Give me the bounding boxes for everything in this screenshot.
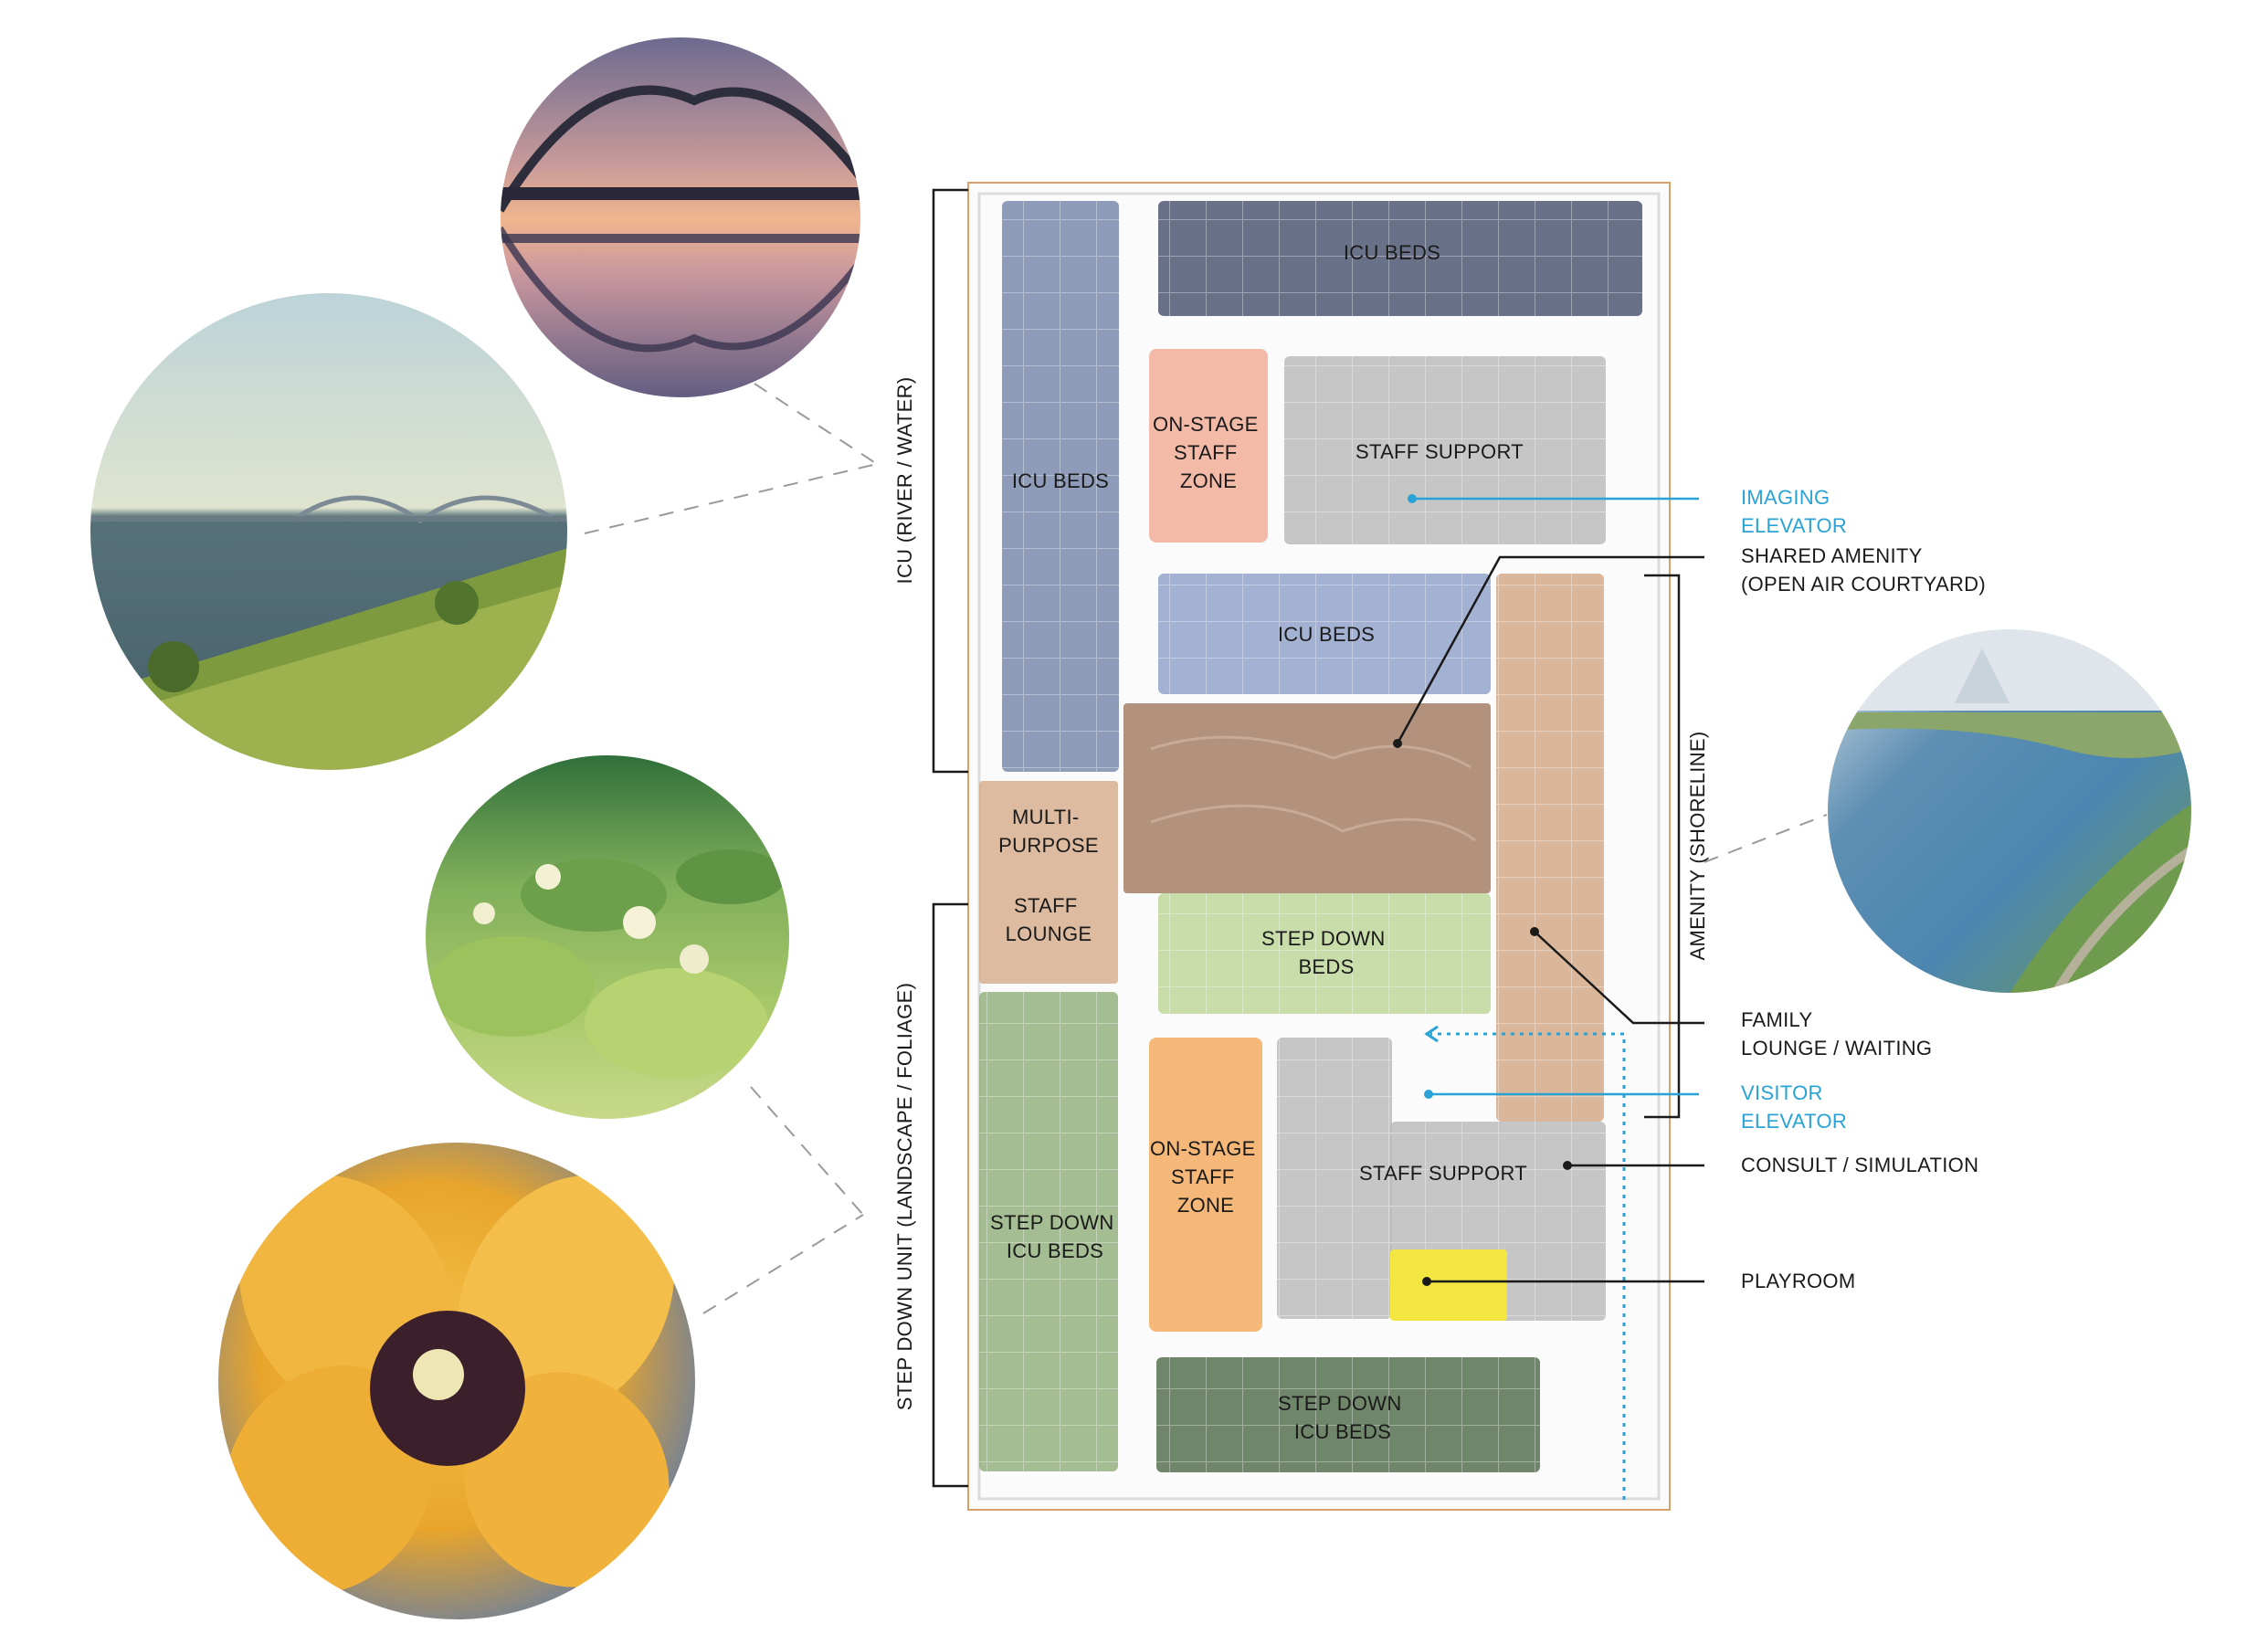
bracket-icu bbox=[932, 188, 968, 774]
label-icu-beds-top: ICU BEDS bbox=[1344, 241, 1440, 264]
svg-text:STEP DOWN ICU BEDS: STEP DOWN ICU BEDS bbox=[990, 1211, 1120, 1262]
side-label-icu: ICU (RIVER / WATER) bbox=[893, 377, 916, 585]
zone-courtyard bbox=[1123, 703, 1491, 893]
zone-multipurpose bbox=[979, 781, 1118, 984]
callouts: IMAGING ELEVATOR SHARED AMENITY (OPEN AI… bbox=[1741, 486, 1986, 1292]
callout-visitor-2: ELEVATOR bbox=[1741, 1110, 1847, 1133]
svg-text:STEP DOWN UNIT (LANDSCAPE / FO: STEP DOWN UNIT (LANDSCAPE / FOLIAGE) bbox=[893, 983, 916, 1410]
svg-text:FAMILY LOUNGE / WAITING: FAMILY LOUNGE / WAITING bbox=[1741, 1008, 1932, 1059]
zone-playroom bbox=[1390, 1249, 1507, 1321]
shoreline-aerial-photo bbox=[1827, 628, 2192, 994]
svg-text:STAFF SUPPORT: STAFF SUPPORT bbox=[1359, 1162, 1527, 1185]
label-onstage-bottom-1: ON-STAGE bbox=[1150, 1137, 1256, 1160]
callout-playroom: PLAYROOM bbox=[1741, 1270, 1855, 1292]
side-label-amenity: AMENITY (SHORELINE) bbox=[1686, 732, 1709, 961]
svg-text:ICU (RIVER / WATER): ICU (RIVER / WATER) bbox=[893, 377, 916, 585]
svg-text:AMENITY (SHORELINE): AMENITY (SHORELINE) bbox=[1686, 732, 1709, 961]
svg-text:STEP DOWN BEDS: STEP DOWN BEDS bbox=[1261, 927, 1391, 978]
label-icu-beds-left: ICU BEDS bbox=[1012, 469, 1109, 492]
callout-family-2: LOUNGE / WAITING bbox=[1741, 1037, 1932, 1059]
zone-labels: ICU BEDS ICU BEDS ON-STAGE STAFF ZONE ST… bbox=[990, 241, 1527, 1443]
svg-text:ICU BEDS: ICU BEDS bbox=[1278, 623, 1375, 646]
callout-shared-amenity-1: SHARED AMENITY bbox=[1741, 544, 1923, 567]
side-brackets bbox=[932, 188, 1681, 1488]
label-step-down-icu-left-2: ICU BEDS bbox=[1007, 1239, 1103, 1262]
callout-family-1: FAMILY bbox=[1741, 1008, 1812, 1031]
zone-onstage-bottom bbox=[1149, 1038, 1262, 1332]
tulip-photo bbox=[217, 1142, 696, 1620]
svg-text:IMAGING ELEVATOR: IMAGING ELEVATOR bbox=[1741, 486, 1847, 537]
bridge-sunset-photo bbox=[500, 37, 861, 398]
callout-imaging-2: ELEVATOR bbox=[1741, 514, 1847, 537]
svg-text:STAFF LOUNGE: STAFF LOUNGE bbox=[1006, 894, 1092, 945]
svg-text:ON-STAGE STAFF ZON: ON-STAGE STAFF ZONE bbox=[1150, 1137, 1261, 1217]
label-onstage-top-2: STAFF bbox=[1174, 441, 1238, 464]
label-step-down-icu-left-1: STEP DOWN bbox=[990, 1211, 1114, 1234]
label-step-down-beds-1: STEP DOWN bbox=[1261, 927, 1386, 950]
callout-consult: CONSULT / SIMULATION bbox=[1741, 1154, 1978, 1176]
callout-visitor-1: VISITOR bbox=[1741, 1081, 1823, 1104]
river-bridge-photo bbox=[90, 292, 568, 771]
label-onstage-top-3: ZONE bbox=[1180, 469, 1237, 492]
label-step-down-beds-2: BEDS bbox=[1298, 955, 1354, 978]
label-multipurpose-1: MULTI- bbox=[1012, 806, 1080, 828]
visitor-path bbox=[1430, 1032, 1626, 1500]
label-staff-lounge-2: LOUNGE bbox=[1006, 922, 1092, 945]
bracket-step-down bbox=[932, 902, 968, 1488]
side-label-step-down: STEP DOWN UNIT (LANDSCAPE / FOLIAGE) bbox=[893, 983, 916, 1410]
svg-text:SHARED AMENITY (OPEN AIR: SHARED AMENITY (OPEN AIR COURTYARD) bbox=[1741, 544, 1986, 596]
svg-text:VISITOR ELEVATOR: VISITOR ELEVATOR bbox=[1741, 1081, 1847, 1133]
side-labels: ICU (RIVER / WATER) STEP DOWN UNIT (LAND… bbox=[893, 377, 1709, 1411]
photo-connector-lines bbox=[584, 383, 1828, 1314]
bracket-amenity bbox=[1644, 574, 1681, 1119]
zone-onstage-top bbox=[1149, 349, 1268, 543]
label-onstage-bottom-3: ZONE bbox=[1177, 1194, 1234, 1217]
label-step-down-icu-bottom-1: STEP DOWN bbox=[1278, 1392, 1402, 1415]
svg-text:ICU BEDS: ICU BEDS bbox=[1344, 241, 1440, 264]
label-staff-support-bottom: STAFF SUPPORT bbox=[1359, 1162, 1527, 1185]
svg-text:CONSULT / SIMULATION: CONSULT / SIMULATION bbox=[1741, 1154, 1978, 1176]
label-staff-lounge-1: STAFF bbox=[1014, 894, 1078, 917]
svg-text:ON-STAGE STAFF ZON: ON-STAGE STAFF ZONE bbox=[1153, 413, 1264, 492]
svg-text:PLAYROOM: PLAYROOM bbox=[1741, 1270, 1855, 1292]
leader-shared-amenity bbox=[1396, 555, 1704, 744]
label-onstage-bottom-2: STAFF bbox=[1171, 1165, 1235, 1188]
svg-text:STAFF SUPPORT: STAFF SUPPORT bbox=[1356, 440, 1524, 463]
svg-text:STEP DOWN ICU BEDS: STEP DOWN ICU BEDS bbox=[1278, 1392, 1408, 1443]
label-icu-beds-mid: ICU BEDS bbox=[1278, 623, 1375, 646]
label-step-down-icu-bottom-2: ICU BEDS bbox=[1294, 1420, 1391, 1443]
callout-imaging-1: IMAGING bbox=[1741, 486, 1830, 509]
label-onstage-top-1: ON-STAGE bbox=[1153, 413, 1259, 436]
leader-family-lounge bbox=[1534, 931, 1704, 1025]
callout-leaders bbox=[1393, 494, 1704, 1286]
floor-plan bbox=[967, 182, 1671, 1511]
label-staff-support-top: STAFF SUPPORT bbox=[1356, 440, 1524, 463]
label-multipurpose-2: PURPOSE bbox=[998, 834, 1099, 857]
callout-shared-amenity-2: (OPEN AIR COURTYARD) bbox=[1741, 573, 1986, 596]
svg-text:MULTI- PURPOSE: MULTI- PURPOSE bbox=[998, 806, 1099, 857]
svg-text:ICU BEDS: ICU BEDS bbox=[1012, 469, 1109, 492]
lotus-photo bbox=[425, 754, 790, 1120]
